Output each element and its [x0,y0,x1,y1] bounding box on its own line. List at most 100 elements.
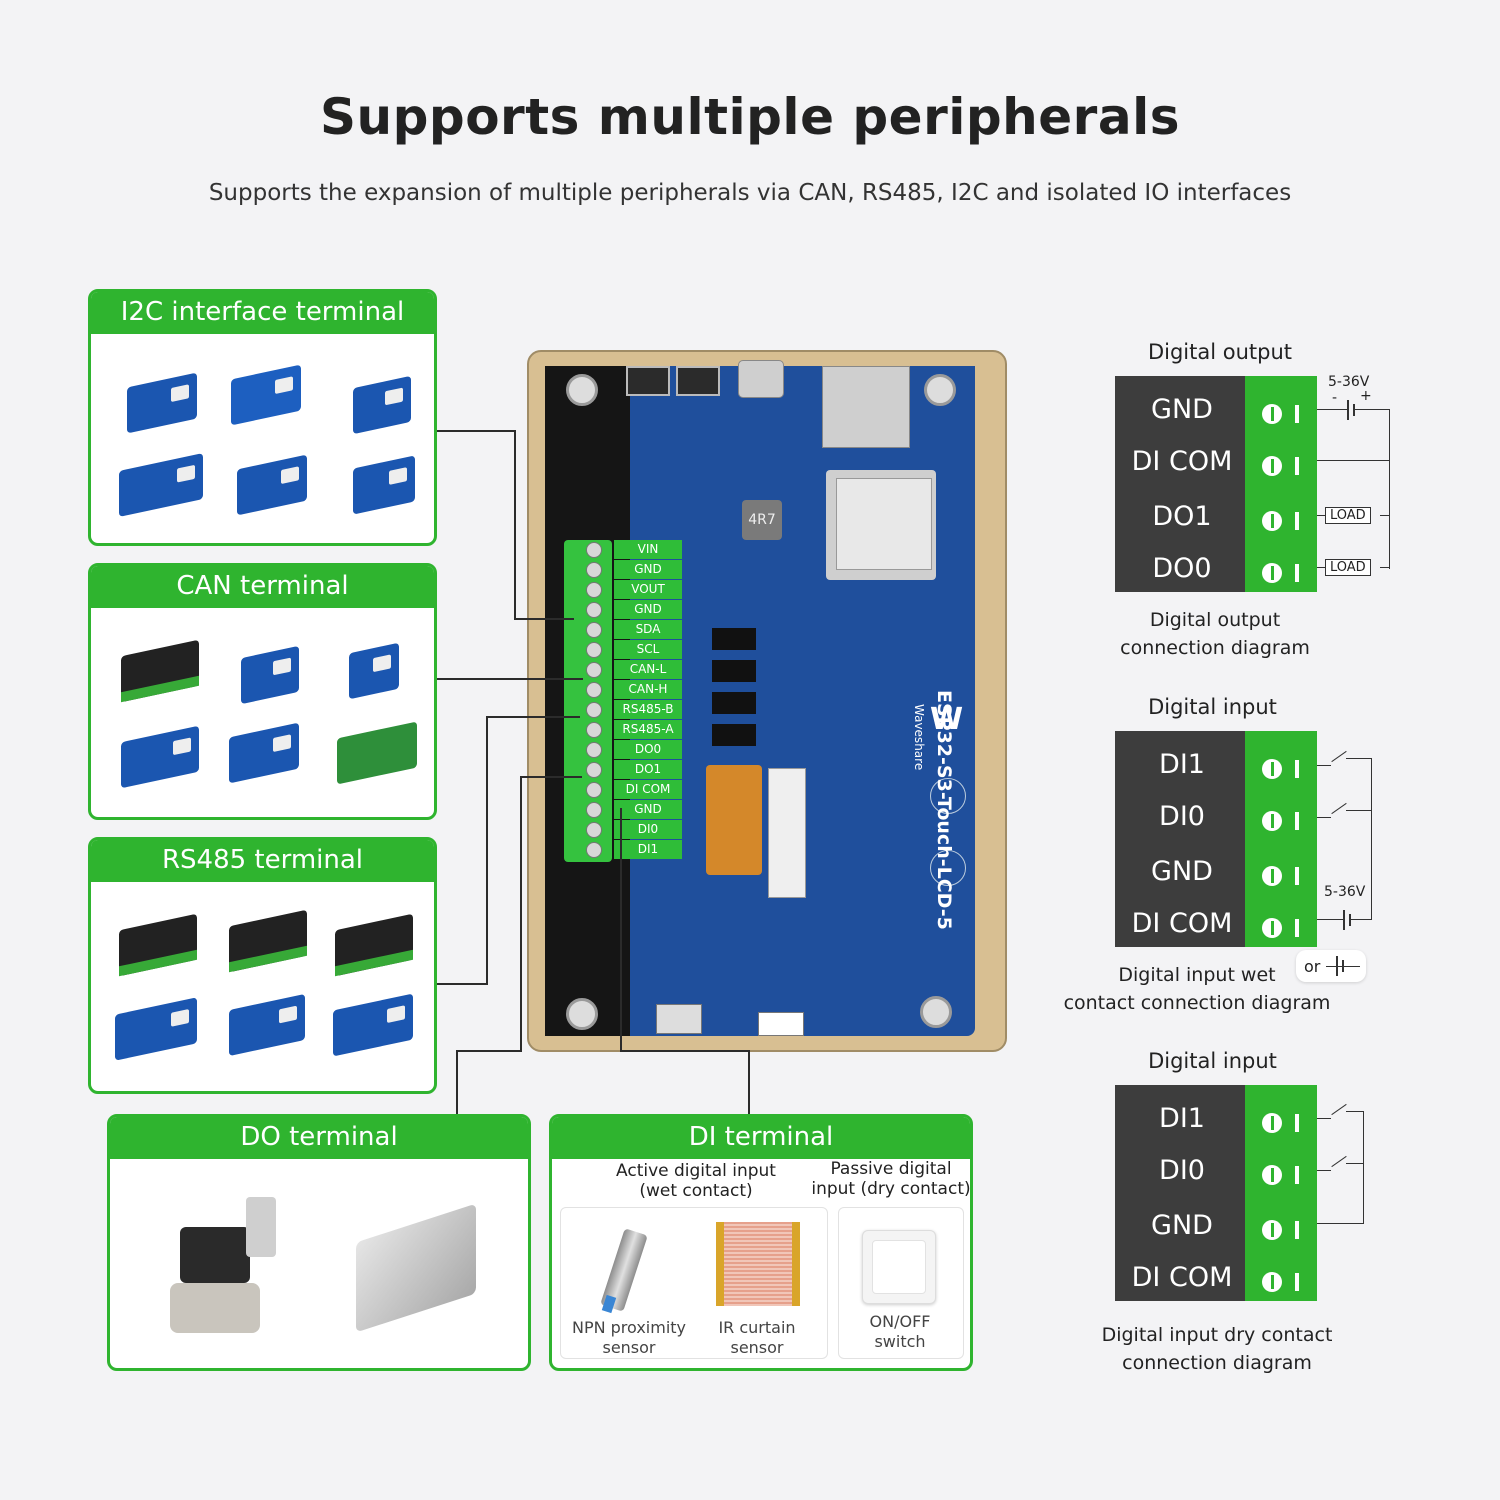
wire [1317,919,1343,920]
switch-caption: ON/OFF switch [869,1312,931,1351]
i2c-module-image [353,455,415,515]
switch-lever [1331,802,1347,815]
battery-symbol [1349,914,1351,926]
diagram-row-label: DI0 [1159,1155,1205,1186]
output-minus: - [1332,390,1338,406]
switch-wire [1346,758,1372,759]
terminal-screw [586,602,602,618]
digital-output-labels [1115,376,1245,592]
switch-wire [1346,810,1372,811]
i2c-panel-title: I2C interface terminal [91,292,434,334]
terminal-slot-icon [1295,867,1299,885]
digital-input-wet-labels [1115,731,1245,947]
diagram-row-label: DI1 [1159,1103,1205,1134]
relay-chip [712,724,756,746]
pin-label: GND [614,800,682,819]
pin-label: GND [614,600,682,619]
terminal-screw [586,842,602,858]
terminal-screw-icon [1262,511,1282,531]
do-panel: DO terminal [107,1114,531,1371]
wet-voltage: 5-36V [1324,884,1366,900]
terminal-slot-icon [1295,760,1299,778]
connector-line [620,1050,750,1052]
mount-hole [566,374,598,406]
circle-mark [930,850,966,886]
switch-wire [1346,1163,1364,1164]
can-module-image [121,725,199,789]
terminal-slot-icon [1295,1166,1299,1184]
passive-input-label: Passive digital input (dry contact) [811,1159,971,1199]
terminal-slot-icon [1295,405,1299,423]
digital-input-dry-title: Digital input [1148,1049,1277,1073]
board-brand: Waveshare [912,704,926,771]
terminal-screw [586,582,602,598]
load-box: LOAD [1325,507,1371,524]
rs485-panel: RS485 terminal [88,837,437,1094]
terminal-screw [586,682,602,698]
mount-hole [920,996,952,1028]
pin-label: VIN [614,540,682,559]
board-name: ESP32-S3-Touch-LCD-5 [933,690,955,930]
terminal-screw [586,562,602,578]
diagram-row-label: DO0 [1152,553,1212,584]
terminal-screw [586,702,602,718]
wire [1380,515,1389,516]
i2c-module-image [127,372,197,434]
or-battery-symbol [1336,956,1338,976]
pin-label: DI0 [614,820,682,839]
wire [1317,409,1347,410]
digital-input-dry-labels [1115,1085,1245,1301]
battery-switch [656,1004,702,1034]
relay-chip [712,660,756,682]
pin-label: DO0 [614,740,682,759]
di-panel-title: DI terminal [552,1117,970,1159]
rs485-module-image [229,993,305,1057]
can-module-image [229,722,299,784]
switch-button [872,1240,926,1294]
diagram-row-label: DI1 [1159,749,1205,780]
wire [1355,409,1389,410]
terminal-screw-icon [1262,1165,1282,1185]
i2c-module-image [353,375,411,435]
wire [1380,567,1389,568]
switch-lever [1331,750,1347,763]
terminal-slot-icon [1295,919,1299,937]
terminal-slot-icon [1295,812,1299,830]
active-input-label: Active digital input (wet contact) [616,1161,776,1201]
diagram-row-label: GND [1151,394,1213,425]
esp32-shield [836,478,932,570]
relay-chip [712,628,756,650]
or-label: or [1304,957,1321,976]
rs485-module-image [335,913,413,977]
mount-hole [566,998,598,1030]
terminal-slot-icon [1295,457,1299,475]
rs485-module-image [119,913,197,977]
pin-label: DI1 [614,840,682,859]
terminal-slot-icon [1295,1221,1299,1239]
diagram-row-label: DI COM [1131,446,1233,477]
wire [1317,515,1325,516]
terminal-screw [586,662,602,678]
connector-line [437,678,583,680]
fpc-cable [706,765,762,875]
terminal-slot-icon [1295,1273,1299,1291]
battery-symbol [1353,404,1355,416]
pin-label: CAN-H [614,680,682,699]
terminal-screw-icon [1262,563,1282,583]
terminal-screw-icon [1262,918,1282,938]
terminal-screw-icon [1262,1113,1282,1133]
electric-lock-image [356,1203,476,1333]
terminal-slot-icon [1295,1114,1299,1132]
terminal-screw [586,642,602,658]
or-battery-symbol [1342,960,1344,972]
connector-line [514,430,516,620]
terminal-screw-icon [1262,1272,1282,1292]
terminal-screw [586,622,602,638]
digital-output-terminal [1245,376,1317,592]
tf-card-slot [822,366,910,448]
can-module-image [337,721,417,785]
connector-line [520,776,582,778]
pin-label: GND [614,560,682,579]
waveshare-logo-icon: W [930,702,964,737]
connector-line [456,1050,458,1114]
